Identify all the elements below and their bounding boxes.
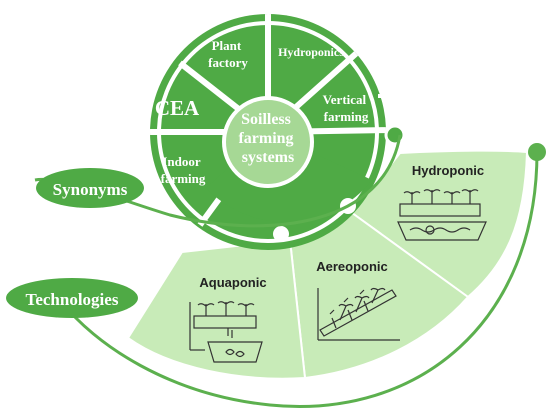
- label-vertical-farming: Vertical farming: [323, 92, 370, 124]
- label-aereoponic: Aereoponic: [316, 259, 388, 274]
- hydroponic-sector: [346, 149, 529, 299]
- aquaponic-sector: [126, 238, 307, 380]
- synonyms-pill: [36, 168, 144, 208]
- label-hydroponic: Hydroponic: [412, 163, 484, 178]
- synonyms-pill-label: Synonyms: [53, 180, 128, 199]
- wheel-connector-right-dot: [384, 124, 406, 146]
- spiral-end-dot: [528, 143, 546, 161]
- technologies-pill: [6, 278, 138, 318]
- aereoponic-sector: [288, 208, 470, 380]
- wheel-connector-low-dot: [273, 226, 289, 242]
- label-indoor-farming: Indoor farming: [161, 154, 206, 186]
- aquaponic-icon: [189, 301, 263, 363]
- label-cea: CEA: [155, 96, 200, 120]
- center-title: Soilless farming systems: [238, 111, 297, 166]
- wheel-connector-right: [378, 94, 398, 133]
- hydroponic-icon: [397, 189, 487, 241]
- center-circle: [222, 96, 314, 188]
- label-plant-factory: Plant factory: [208, 38, 248, 70]
- label-aquaponic: Aquaponic: [199, 275, 266, 290]
- aereoponic-icon: [317, 287, 400, 341]
- technology-spiral-line: [58, 151, 539, 408]
- label-hydroponics: Hydroponics: [278, 45, 344, 59]
- technologies-pill-label: Technologies: [26, 290, 119, 309]
